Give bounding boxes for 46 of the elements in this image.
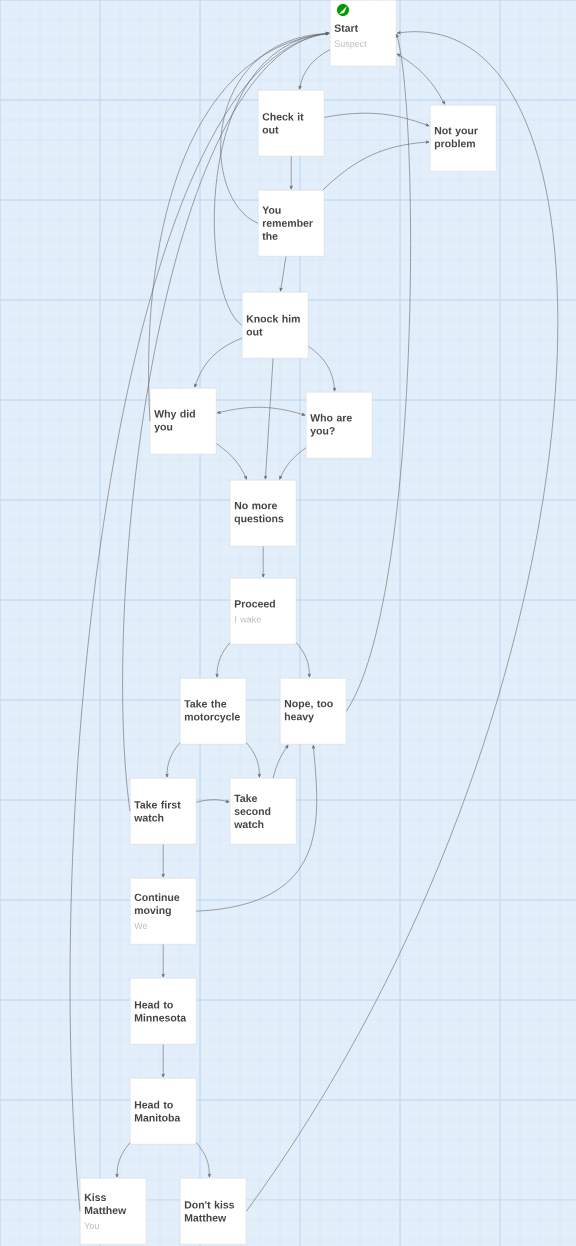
- passage-card: Take first watch: [130, 778, 197, 845]
- arrow: [289, 156, 293, 190]
- arrow: [196, 744, 318, 912]
- arrow: [346, 33, 411, 712]
- passage-card: Not your problem: [430, 105, 497, 172]
- passage-card: Don't kiss Matthew: [180, 1178, 247, 1245]
- arrow: [161, 1044, 165, 1078]
- passage-card: Start Suspect: [330, 0, 397, 67]
- arrow: [69, 32, 330, 1212]
- arrow: [298, 49, 331, 90]
- arrow: [279, 447, 307, 480]
- passage-card: Nope, too heavy: [280, 678, 347, 745]
- arrow: [161, 844, 165, 878]
- arrow: [324, 112, 430, 127]
- passage-card: Take the motorcycle: [180, 678, 247, 745]
- passage-card: Check it out: [258, 90, 325, 157]
- arrow: [216, 407, 306, 416]
- arrow: [161, 944, 165, 978]
- arrow: [396, 53, 446, 105]
- passage-card: Kiss Matthew You: [80, 1178, 147, 1245]
- passage-card: No more questions: [230, 480, 297, 547]
- arrow: [308, 345, 336, 392]
- arrow: [115, 1142, 131, 1178]
- arrow: [296, 642, 311, 678]
- passage-card: Knock him out: [242, 292, 309, 359]
- arrow: [196, 1142, 211, 1178]
- arrow: [165, 742, 181, 778]
- arrow: [264, 358, 274, 480]
- passage-card: Take second watch: [230, 778, 297, 845]
- arrow: [196, 799, 230, 803]
- arrow: [279, 256, 287, 292]
- arrow: [246, 742, 261, 778]
- passage-card: Head to Minnesota: [130, 978, 197, 1045]
- arrow: [322, 140, 430, 191]
- passage-card: Who are you?: [306, 392, 373, 459]
- arrow: [272, 744, 289, 779]
- arrow: [216, 443, 247, 480]
- arrow: [215, 642, 231, 678]
- passage-card: Head to Manitoba: [130, 1078, 197, 1145]
- arrow: [261, 546, 265, 578]
- arrow: [246, 31, 558, 1212]
- arrow: [194, 337, 243, 388]
- passage-card: Why did you: [150, 388, 217, 455]
- passage-card: You remember the: [258, 190, 325, 257]
- passage-card: Continue moving We: [130, 878, 197, 945]
- passage-card: Proceed I wake: [230, 578, 297, 645]
